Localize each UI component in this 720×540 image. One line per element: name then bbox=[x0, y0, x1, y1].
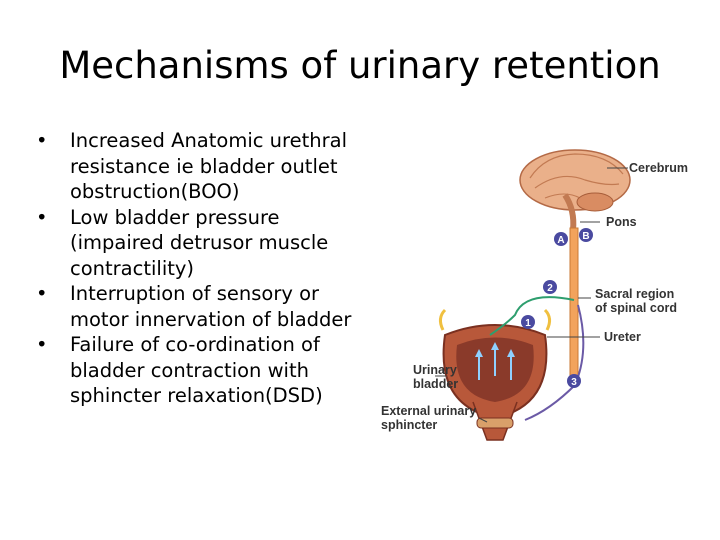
micturition-neural-pathway-figure: A B 2 1 3 Cerebrum Pons Sacral region of… bbox=[381, 149, 688, 441]
label-bladder-line2: bladder bbox=[413, 377, 458, 391]
bladder-illustration bbox=[438, 308, 552, 441]
marker-a: A bbox=[557, 235, 564, 246]
bullet-dot: • bbox=[36, 205, 48, 229]
bullet-text: Low bladder pressure (impaired detrusor … bbox=[70, 205, 329, 280]
label-pons: Pons bbox=[606, 215, 637, 229]
bullet-dot: • bbox=[36, 282, 48, 305]
label-bladder-line1: Urinary bbox=[413, 363, 457, 377]
marker-2: 2 bbox=[547, 283, 553, 294]
slide-title: Mechanisms of urinary retention bbox=[59, 44, 661, 87]
bullet-item: • Interruption of sensory or motor innerv… bbox=[30, 281, 370, 332]
bullet-text: Failure of co-ordination of bladder cont… bbox=[70, 333, 323, 407]
label-ureter: Ureter bbox=[604, 330, 641, 344]
marker-b: B bbox=[582, 231, 589, 242]
bullet-text: Increased Anatomic urethral resistance i… bbox=[70, 129, 347, 203]
marker-3: 3 bbox=[571, 377, 577, 388]
label-sphincter-line1: External urinary bbox=[381, 404, 476, 418]
label-sphincter-line2: sphincter bbox=[381, 418, 437, 432]
label-cerebrum: Cerebrum bbox=[629, 161, 688, 175]
label-sacral-line1: Sacral region bbox=[595, 287, 674, 301]
bullet-dot: • bbox=[36, 333, 48, 356]
bullet-dot: • bbox=[36, 129, 48, 152]
sphincter-leader bbox=[478, 417, 488, 423]
bullet-item: • Increased Anatomic urethral resistance … bbox=[30, 128, 370, 205]
bullet-text: Interruption of sensory or motor innerva… bbox=[70, 282, 352, 331]
bullet-item: • Failure of co-ordination of bladder con… bbox=[30, 332, 370, 409]
green-pathway bbox=[489, 296, 575, 336]
marker-1: 1 bbox=[525, 318, 531, 329]
bullet-item: • Low bladder pressure (impaired detrusor… bbox=[30, 205, 370, 282]
bullet-list: • Increased Anatomic urethral resistance … bbox=[30, 128, 370, 409]
spinal-cord bbox=[569, 227, 579, 379]
label-sacral-line2: of spinal cord bbox=[595, 301, 677, 315]
brain-illustration bbox=[519, 149, 631, 231]
